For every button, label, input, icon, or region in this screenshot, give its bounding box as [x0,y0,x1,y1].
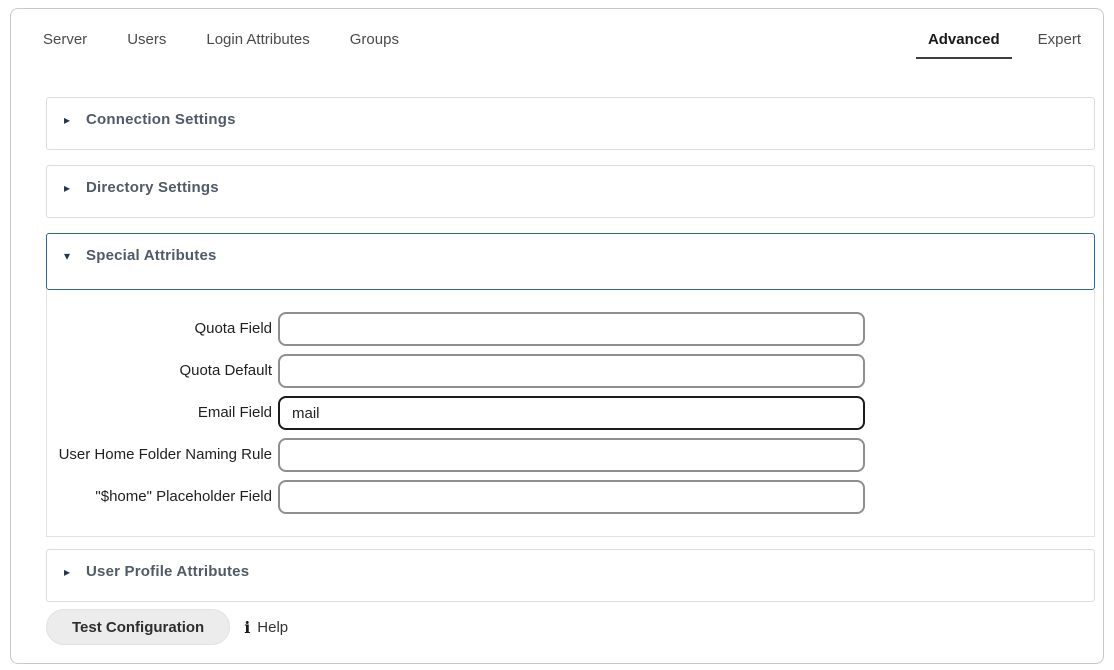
home-folder-naming-rule-label: User Home Folder Naming Rule [58,446,272,463]
section-connection-settings[interactable]: ▸ Connection Settings [46,97,1095,150]
form-row: "$home" Placeholder Field [47,480,1094,514]
home-placeholder-field-label: "$home" Placeholder Field [95,488,272,505]
tab-group-right: Advanced Expert [915,31,1081,59]
chevron-down-icon: ▾ [64,248,71,263]
section-title: Special Attributes [86,247,217,264]
section-header[interactable]: ▾ Special Attributes [64,247,1094,264]
tab-expert[interactable]: Expert [1037,31,1081,48]
chevron-right-icon: ▸ [64,180,71,195]
email-field-label: Email Field [197,404,272,421]
section-special-attributes[interactable]: ▾ Special Attributes [46,233,1095,290]
tab-server[interactable]: Server [43,31,88,48]
tab-users[interactable]: Users [127,31,167,48]
tab-login-attributes[interactable]: Login Attributes [206,31,310,48]
section-directory-settings[interactable]: ▸ Directory Settings [46,165,1095,218]
special-attributes-form: Quota Field Quota Default Email Field Us… [46,290,1095,537]
tab-group-left: Server Users Login Attributes Groups [43,31,399,57]
quota-field-input[interactable] [278,312,865,346]
section-user-profile-attributes[interactable]: ▸ User Profile Attributes [46,549,1095,602]
tab-groups[interactable]: Groups [349,31,399,48]
form-row: Quota Default [47,354,1094,388]
home-placeholder-field-input[interactable] [278,480,865,514]
settings-accordion: ▸ Connection Settings ▸ Directory Settin… [46,97,1095,617]
info-icon: i [244,617,251,637]
quota-field-label: Quota Field [194,320,272,337]
help-label: Help [257,618,289,636]
test-configuration-button[interactable]: Test Configuration [46,609,231,645]
ldap-settings-panel: Server Users Login Attributes Groups Adv… [10,8,1104,664]
section-header[interactable]: ▸ User Profile Attributes [64,563,1094,580]
chevron-right-icon: ▸ [64,564,71,579]
tab-advanced[interactable]: Advanced [915,31,1012,59]
help-link[interactable]: i Help [244,618,288,637]
section-header[interactable]: ▸ Directory Settings [64,179,1094,196]
form-row: Quota Field [47,312,1094,346]
chevron-right-icon: ▸ [64,112,71,127]
section-title: Connection Settings [86,111,236,128]
form-row: Email Field [47,396,1094,430]
section-title: User Profile Attributes [86,563,250,580]
section-title: Directory Settings [86,179,219,196]
tab-bar: Server Users Login Attributes Groups Adv… [43,31,1081,59]
email-field-input[interactable] [278,396,865,430]
quota-default-label: Quota Default [179,362,272,379]
section-header[interactable]: ▸ Connection Settings [64,111,1094,128]
form-row: User Home Folder Naming Rule [47,438,1094,472]
footer-actions: Test Configuration i Help [46,609,288,645]
quota-default-input[interactable] [278,354,865,388]
home-folder-naming-rule-input[interactable] [278,438,865,472]
